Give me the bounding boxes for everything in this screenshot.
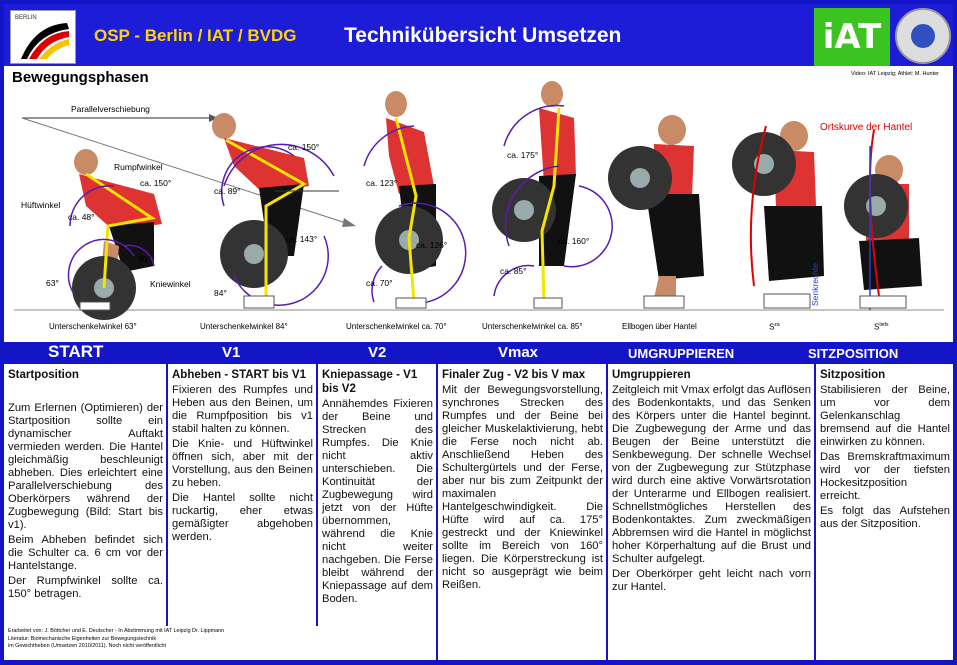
phase-caption: Unterschenkelwinkel ca. 85° bbox=[482, 322, 583, 331]
column-paragraph: Zum Erlernen (Optimieren) der Startposit… bbox=[8, 402, 163, 531]
phase-caption: Unterschenkelwinkel 63° bbox=[49, 322, 137, 331]
angle-label: 63° bbox=[46, 278, 59, 288]
organisation-title: OSP - Berlin / IAT / BVDG bbox=[94, 26, 297, 45]
column-paragraph: Die Hantel sollte nicht ruckartig, eher … bbox=[172, 492, 313, 543]
phase-header-v1: V1 bbox=[222, 344, 241, 361]
column-paragraph: Fixieren des Rumpfes und Heben aus den B… bbox=[172, 384, 313, 435]
header: BERLIN OSP - Berlin / IAT / BVDG Technik… bbox=[4, 4, 953, 66]
angle-label: ca. 143° bbox=[286, 234, 318, 244]
phase-header-umgruppieren: UMGRUPPIEREN bbox=[628, 346, 735, 361]
angle-label: ca. 150° bbox=[140, 178, 172, 188]
column-vmax: Finaler Zug - V2 bis V max Mit der Beweg… bbox=[438, 364, 606, 660]
references-box bbox=[4, 626, 436, 660]
column-umgruppieren: Umgruppieren Zeitgleich mit Vmax erfolgt… bbox=[608, 364, 814, 660]
knee-angle-label: Kniewinkel bbox=[150, 279, 191, 289]
phase-header-sitzposition: SITZPOSITION bbox=[808, 346, 899, 361]
column-paragraph: Der Oberkörper geht leicht nach vorn zur… bbox=[612, 568, 811, 593]
column-paragraph: Die Knie- und Hüftwinkel öffnen sich, ab… bbox=[172, 438, 313, 489]
references: Erarbeitet von: J. Böttcher und E. Deuts… bbox=[8, 628, 225, 649]
angle-label: 80° bbox=[138, 254, 151, 264]
phase-header-vmax: Vmax bbox=[498, 344, 539, 361]
column-paragraph: Mit der Bewegungsvorstellung, synchrones… bbox=[442, 384, 603, 591]
column-paragraph: Das Bremskraftmaximum wird vor der tiefs… bbox=[820, 451, 950, 502]
column-v1: Abheben - START bis V1 Fixieren des Rump… bbox=[168, 364, 316, 626]
athlete-catch-figure bbox=[732, 121, 824, 309]
vertical-line-label: Senkrechte bbox=[810, 263, 820, 306]
phase-caption: Ellbogen über Hantel bbox=[622, 322, 697, 331]
angle-label: ca. 48° bbox=[68, 212, 95, 222]
column-heading: Sitzposition bbox=[820, 369, 886, 381]
phase-caption: Sza bbox=[769, 322, 780, 332]
athlete-squat-figure bbox=[844, 129, 922, 310]
column-paragraph: Annähemdes Fixieren der Beine und Streck… bbox=[322, 398, 433, 605]
angle-label: ca. 89° bbox=[214, 186, 241, 196]
angle-label: ca. 70° bbox=[366, 278, 393, 288]
angle-label: ca. 175° bbox=[507, 150, 539, 160]
column-heading: Kniepassage - V1 bis V2 bbox=[322, 369, 418, 395]
phase-header-start: START bbox=[48, 342, 104, 361]
column-sitzposition: Sitzposition Stabilisieren der Beine, um… bbox=[816, 364, 953, 660]
athlete-vmax-figure bbox=[492, 81, 613, 309]
phase-caption: Unterschenkelwinkel 84° bbox=[200, 322, 288, 331]
column-heading: Startposition bbox=[8, 369, 79, 381]
berlin-flag-swoosh-icon bbox=[21, 23, 69, 59]
video-credit: Video: IAT Leipzig; Athlet: M. Hunter bbox=[850, 71, 939, 77]
column-paragraph: Stabilisieren der Beine, um vor dem Gele… bbox=[820, 384, 950, 448]
angle-label: 84° bbox=[214, 288, 227, 298]
column-paragraph: Der Rumpfwinkel sollte ca. 150° betragen… bbox=[8, 575, 163, 600]
hip-angle-label: Hüftwinkel bbox=[21, 200, 61, 210]
trunk-angle-label: Rumpfwinkel bbox=[114, 162, 163, 172]
column-paragraph: Es folgt das Aufstehen aus der Sitzposit… bbox=[820, 505, 950, 530]
berlin-logo: BERLIN bbox=[10, 10, 76, 64]
bvdg-logo bbox=[895, 8, 951, 64]
angle-label: ca. 123° bbox=[366, 178, 398, 188]
parallel-shift-label: Parallelverschiebung bbox=[71, 104, 150, 114]
bar-path-label: Ortskurve der Hantel bbox=[820, 122, 913, 133]
angle-label: ca. 160° bbox=[558, 236, 590, 246]
phase-header-v2: V2 bbox=[368, 344, 387, 361]
column-heading: Umgruppieren bbox=[612, 369, 691, 381]
phase-caption: Stiefs bbox=[874, 322, 889, 332]
phase-illustrations bbox=[14, 81, 944, 320]
angle-label: ca. 85° bbox=[500, 266, 527, 276]
page-title: Technikübersicht Umsetzen bbox=[344, 24, 622, 47]
column-paragraph: Beim Abheben befindet sich die Schulter … bbox=[8, 534, 163, 572]
column-paragraph: Zeitgleich mit Vmax erfolgt das Auflösen… bbox=[612, 384, 811, 565]
column-v2: Kniepassage - V1 bis V2 Annähemdes Fixie… bbox=[318, 364, 436, 626]
column-heading: Finaler Zug - V2 bis V max bbox=[442, 369, 586, 381]
phases-heading: Bewegungsphasen bbox=[12, 69, 149, 86]
column-start: Startposition Zum Erlernen (Optimieren) … bbox=[4, 364, 166, 626]
athlete-v1-figure bbox=[212, 113, 339, 309]
angle-label: ca. 150° bbox=[288, 142, 320, 152]
column-heading: Abheben - START bis V1 bbox=[172, 369, 306, 381]
athlete-elbow-figure bbox=[608, 115, 704, 309]
athlete-start-figure bbox=[67, 149, 162, 320]
movement-phases-panel: Bewegungsphasen Video: IAT Leipzig; Athl… bbox=[4, 66, 953, 342]
phase-caption: Unterschenkelwinkel ca. 70° bbox=[346, 322, 447, 331]
athlete-v2-figure bbox=[363, 91, 467, 309]
angle-label: ca. 126° bbox=[416, 240, 448, 250]
iat-logo: iAT bbox=[814, 8, 890, 66]
